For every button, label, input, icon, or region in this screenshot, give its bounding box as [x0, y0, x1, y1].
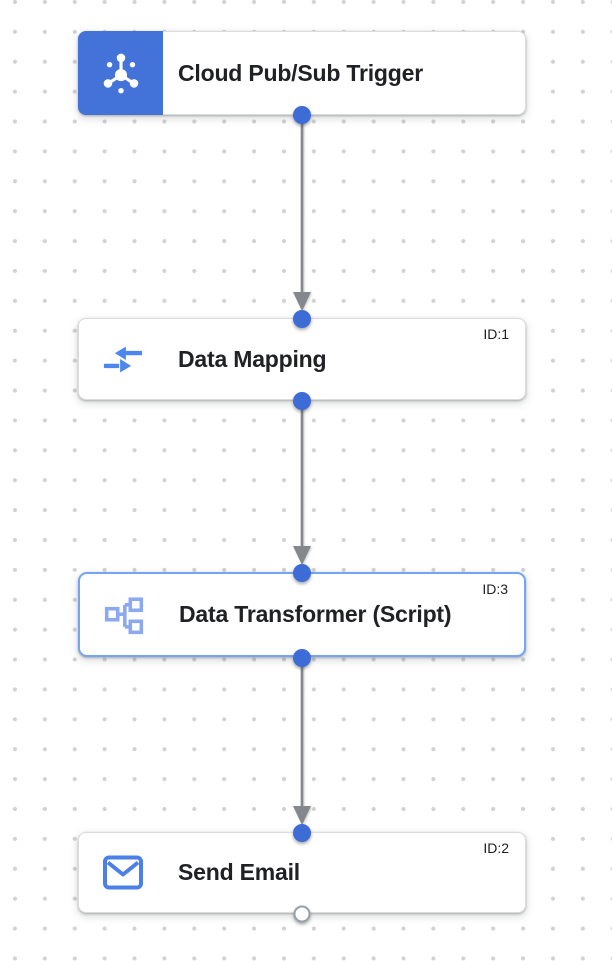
node-label: Cloud Pub/Sub Trigger: [178, 59, 423, 86]
connector-data-mapping-to-data-transformer[interactable]: [293, 401, 311, 565]
node-id-badge: ID:1: [483, 326, 509, 342]
pubsub-icon: [103, 53, 138, 94]
port-out-cloud-pubsub-trigger[interactable]: [293, 106, 311, 124]
send-email-icon: [100, 850, 146, 896]
node-send-email[interactable]: Send Email ID:2: [78, 832, 526, 913]
node-label: Send Email: [178, 859, 300, 885]
port-in-data-transformer[interactable]: [293, 564, 311, 582]
node-cloud-pubsub-trigger[interactable]: Cloud Pub/Sub Trigger: [78, 31, 526, 115]
port-out-data-transformer[interactable]: [293, 649, 311, 667]
data-mapping-icon: [100, 336, 146, 382]
port-in-send-email[interactable]: [293, 824, 311, 842]
port-in-data-mapping[interactable]: [293, 310, 311, 328]
port-out-send-email[interactable]: [293, 905, 311, 923]
node-data-transformer-script[interactable]: Data Transformer (Script) ID:3: [78, 572, 526, 657]
data-transformer-icon: [101, 592, 147, 638]
node-label: Data Mapping: [178, 345, 327, 372]
node-data-mapping[interactable]: Data Mapping ID:1: [78, 318, 526, 400]
port-out-data-mapping[interactable]: [293, 392, 311, 410]
connector-data-transformer-to-send-email[interactable]: [293, 658, 311, 825]
node-id-badge: ID:3: [482, 581, 508, 597]
node-label: Data Transformer (Script): [179, 601, 452, 627]
node-id-badge: ID:2: [483, 840, 509, 856]
connector-trigger-to-data-mapping[interactable]: [293, 115, 311, 311]
pubsub-icon-block: [78, 31, 163, 115]
